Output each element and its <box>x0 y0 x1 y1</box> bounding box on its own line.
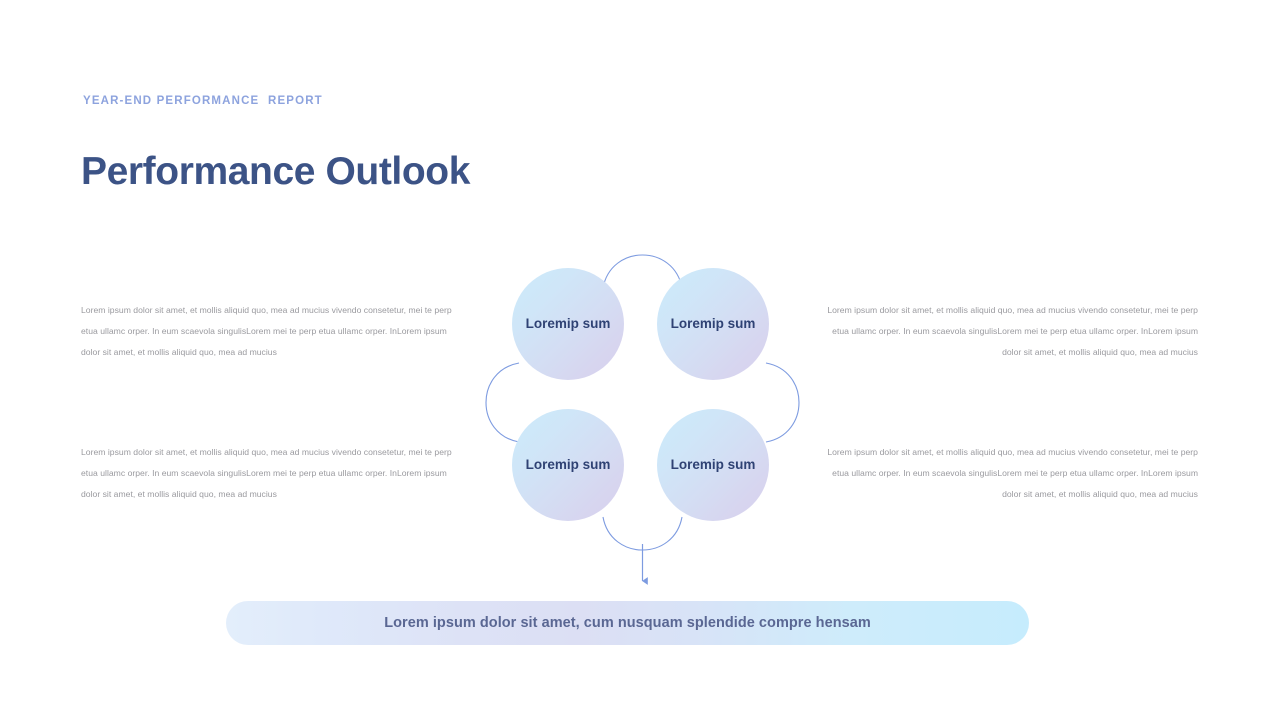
diagram-node-top-right[interactable]: Loremip sum <box>657 268 769 380</box>
diagram-node-label: Loremip sum <box>670 457 756 473</box>
diagram-node-bottom-right[interactable]: Loremip sum <box>657 409 769 521</box>
cloverleaf-diagram: Loremip sum Loremip sum Loremip sum Lore… <box>470 238 815 598</box>
description-top-right: Lorem ipsum dolor sit amet, et mollis al… <box>827 305 1198 358</box>
description-bottom-right: Lorem ipsum dolor sit amet, et mollis al… <box>827 447 1198 500</box>
summary-banner: Lorem ipsum dolor sit amet, cum nusquam … <box>226 601 1029 645</box>
description-top-left: Lorem ipsum dolor sit amet, et mollis al… <box>81 305 452 358</box>
connector-arcs <box>485 254 800 585</box>
summary-banner-text: Lorem ipsum dolor sit amet, cum nusquam … <box>384 615 871 631</box>
eyebrow-label: YEAR-END PERFORMANCE REPORT <box>83 95 323 107</box>
page-title: Performance Outlook <box>81 150 470 194</box>
arc-top <box>602 254 683 289</box>
diagram-node-bottom-left[interactable]: Loremip sum <box>512 409 624 521</box>
diagram-node-label: Loremip sum <box>525 457 611 473</box>
arc-left <box>485 362 520 443</box>
diagram-node-top-left[interactable]: Loremip sum <box>512 268 624 380</box>
arc-right <box>765 362 800 443</box>
diagram-node-label: Loremip sum <box>670 316 756 332</box>
diagram-node-label: Loremip sum <box>525 316 611 332</box>
description-bottom-left: Lorem ipsum dolor sit amet, et mollis al… <box>81 447 452 500</box>
